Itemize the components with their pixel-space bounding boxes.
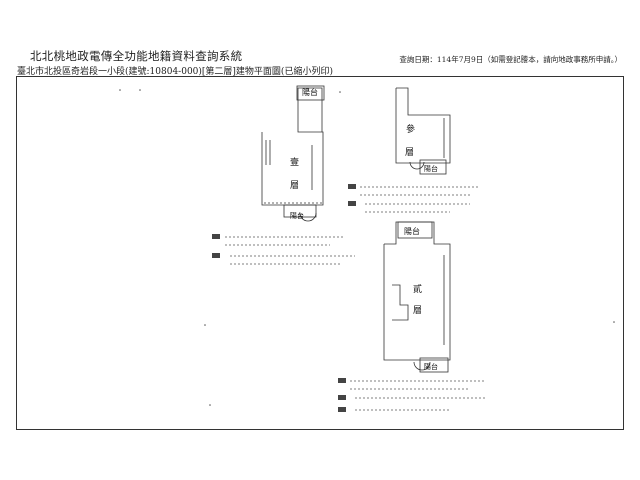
floor2-outline bbox=[383, 221, 451, 361]
floor1-balcony-label: 陽台 bbox=[302, 87, 318, 97]
floor3-label: 參 bbox=[406, 123, 415, 135]
floor3-outline bbox=[395, 87, 451, 164]
floor3-balcony-label: 陽台 bbox=[424, 164, 438, 173]
floor2-label: 貳 bbox=[413, 283, 422, 295]
floor1-balcony-bottom bbox=[283, 204, 317, 218]
query-date-note: 查詢日期：114年7月9日（如需登記謄本，請向地政事務所申請。） bbox=[399, 55, 622, 64]
floor2-label-2: 層 bbox=[413, 305, 422, 316]
floor3-label-2: 層 bbox=[405, 147, 414, 158]
plan-frame bbox=[16, 76, 624, 430]
parcel-description: 臺北市北投區奇岩段一小段(建號:10804-000)[第二層]建物平面圖(已縮小… bbox=[17, 67, 333, 77]
floor1-balcony-top bbox=[296, 85, 325, 101]
floor1-balcony-label-2: 陽台 bbox=[290, 211, 304, 220]
floor2-balcony-label: 陽台 bbox=[404, 226, 420, 236]
floor2-balcony-bottom bbox=[419, 357, 449, 373]
floor1-label: 壹 bbox=[290, 156, 299, 168]
floor3-balcony bbox=[419, 159, 447, 175]
floor2-balcony-label-2: 陽台 bbox=[424, 362, 438, 371]
floor1-outline bbox=[261, 87, 324, 206]
floor1-label-2: 層 bbox=[290, 180, 299, 191]
system-title: 北北桃地政電傳全功能地籍資料查詢系統 bbox=[30, 49, 243, 63]
floor2-balcony-top bbox=[397, 221, 433, 239]
